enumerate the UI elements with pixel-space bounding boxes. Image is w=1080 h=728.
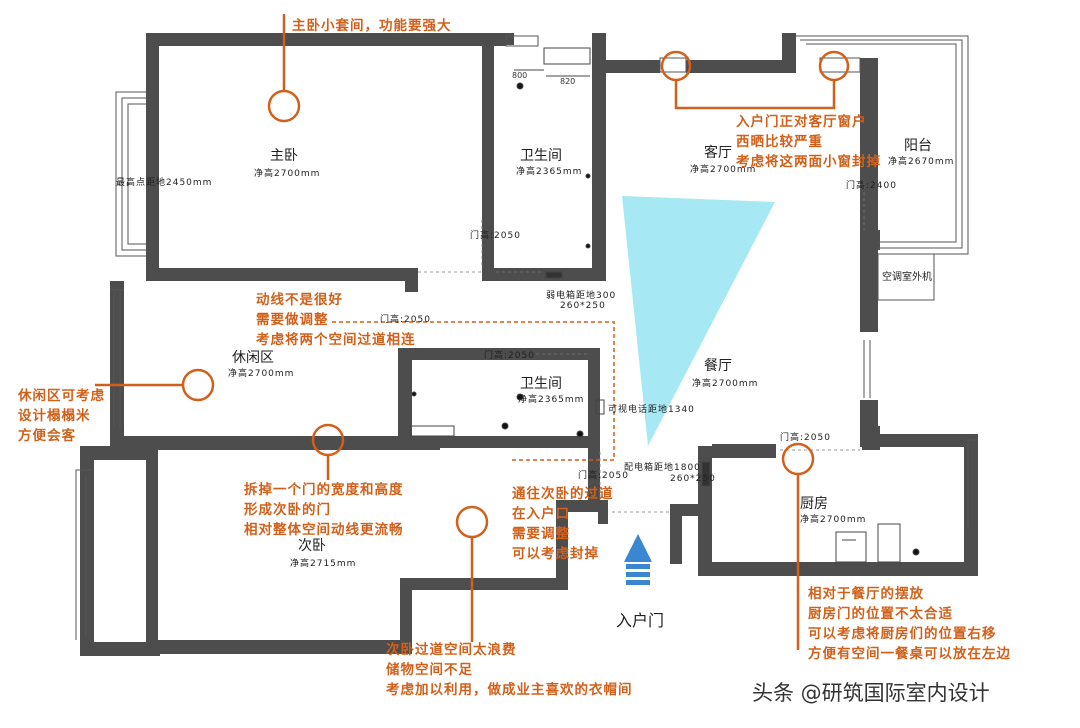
fixtures [409, 47, 920, 563]
room-master-name: 主卧 [270, 148, 298, 164]
note-closet-3: 考虑加以利用，做成业主喜欢的衣帽间 [386, 681, 633, 698]
brand-text: 头条 @研筑国际室内设计 [752, 681, 990, 705]
door-balcony-height: 门高:2400 [846, 179, 897, 191]
note-closet-1: 次卧过道空间太浪费 [386, 641, 517, 658]
weak-box-label-1: 弱电箱距地300 [546, 289, 616, 301]
room-dining-height: 净高2700mm [692, 377, 758, 389]
room-ac-name: 空调室外机 [882, 270, 932, 283]
note-leisure-3: 方便会客 [18, 427, 76, 444]
marker-circle-leisure [181, 368, 215, 402]
marker-circle-master [267, 89, 301, 123]
room-balcony-height: 净高2670mm [888, 155, 954, 167]
windows [75, 35, 978, 640]
dimension-labels: 800 820 [512, 71, 575, 86]
note-leisure-1: 休闲区可考虑 [17, 387, 105, 404]
room-master-height: 净高2700mm [254, 167, 320, 179]
door-leisure-height: 门高:2050 [380, 313, 431, 325]
note-kitchen-3: 可以考虑将厨房们的位置右移 [808, 625, 997, 642]
door-bath1-height: 门高:2050 [470, 229, 521, 241]
note-window-1: 入户门正对客厅窗户 [736, 113, 867, 130]
dim-820: 820 [560, 77, 575, 86]
note-corridor-4: 可以考虑封掉 [512, 545, 599, 562]
entrance-arrow-icon [624, 534, 652, 585]
door-bath2-height: 门高:2050 [484, 349, 535, 361]
room-bath2-height: 净高2365mm [518, 393, 584, 405]
entrance-label: 入户门 [616, 611, 664, 630]
dim-800: 800 [512, 71, 527, 80]
dist-box-label-2: 260*250 [670, 474, 716, 484]
note-corridor-1: 通往次卧的过道 [512, 485, 614, 502]
tv-phone-label: 可视电话距地1340 [608, 403, 695, 415]
note-master: 主卧小套间，功能要强大 [292, 17, 452, 34]
watermark-text: 住小帮@研筑国际设计事务所 [20, 693, 163, 707]
door-entry-height: 门高:2050 [578, 469, 629, 481]
note-window-2: 西晒比较严重 [736, 133, 823, 150]
door-kitchen-height: 门高:2050 [780, 431, 831, 443]
annotation-markers [95, 14, 850, 650]
flow-triangle [622, 196, 775, 446]
note-flow-3: 考虑将两个空间过道相连 [256, 331, 416, 348]
room-master-sill: 最高点距地2450mm [116, 176, 212, 188]
room-balcony-name: 阳台 [904, 138, 932, 154]
note-door-1: 拆掉一个门的宽度和高度 [244, 481, 404, 498]
room-bath2-name: 卫生间 [520, 376, 562, 392]
ac-unit-box [877, 253, 935, 301]
room-leisure-height: 净高2700mm [228, 367, 294, 379]
room-dining-name: 餐厅 [704, 358, 732, 374]
note-kitchen-1: 相对于餐厅的摆放 [808, 585, 924, 602]
note-corridor-2: 在入户口 [512, 505, 570, 522]
room-second-height: 净高2715mm [290, 557, 356, 569]
room-leisure-name: 休闲区 [232, 350, 274, 366]
note-closet-2: 储物空间不足 [385, 661, 473, 678]
note-corridor-3: 需要调整 [512, 525, 570, 542]
doors [418, 180, 865, 513]
room-second-name: 次卧 [298, 538, 326, 554]
room-bath1-height: 净高2365mm [516, 165, 582, 177]
note-window-3: 考虑将这两面小窗封掉 [736, 153, 881, 170]
weak-box-label-2: 260*250 [560, 301, 606, 311]
note-flow-1: 动线不是很好 [256, 291, 343, 308]
room-living-name: 客厅 [704, 144, 732, 161]
marker-circle-closet [455, 505, 489, 539]
marker-circle-kitchen-door [781, 442, 815, 476]
room-kitchen-name: 厨房 [800, 496, 828, 512]
note-kitchen-4: 方便有空间一餐桌可以放在左边 [808, 645, 1011, 662]
room-kitchen-height: 净高2700mm [800, 513, 866, 525]
note-kitchen-2: 厨房门的位置不太合适 [808, 605, 953, 622]
circulation-path [332, 321, 615, 461]
note-door-3: 相对整体空间动线更流畅 [244, 521, 404, 538]
note-flow-2: 需要做调整 [256, 311, 329, 328]
room-living-height: 净高2700mm [690, 163, 756, 175]
room-bath1-name: 卫生间 [520, 148, 562, 164]
dist-box-label-1: 配电箱距地1800 [624, 461, 701, 473]
note-leisure-2: 设计榻榻米 [18, 407, 91, 424]
marker-circle-window-right [818, 50, 850, 82]
note-door-2: 形成次卧的门 [244, 501, 331, 518]
